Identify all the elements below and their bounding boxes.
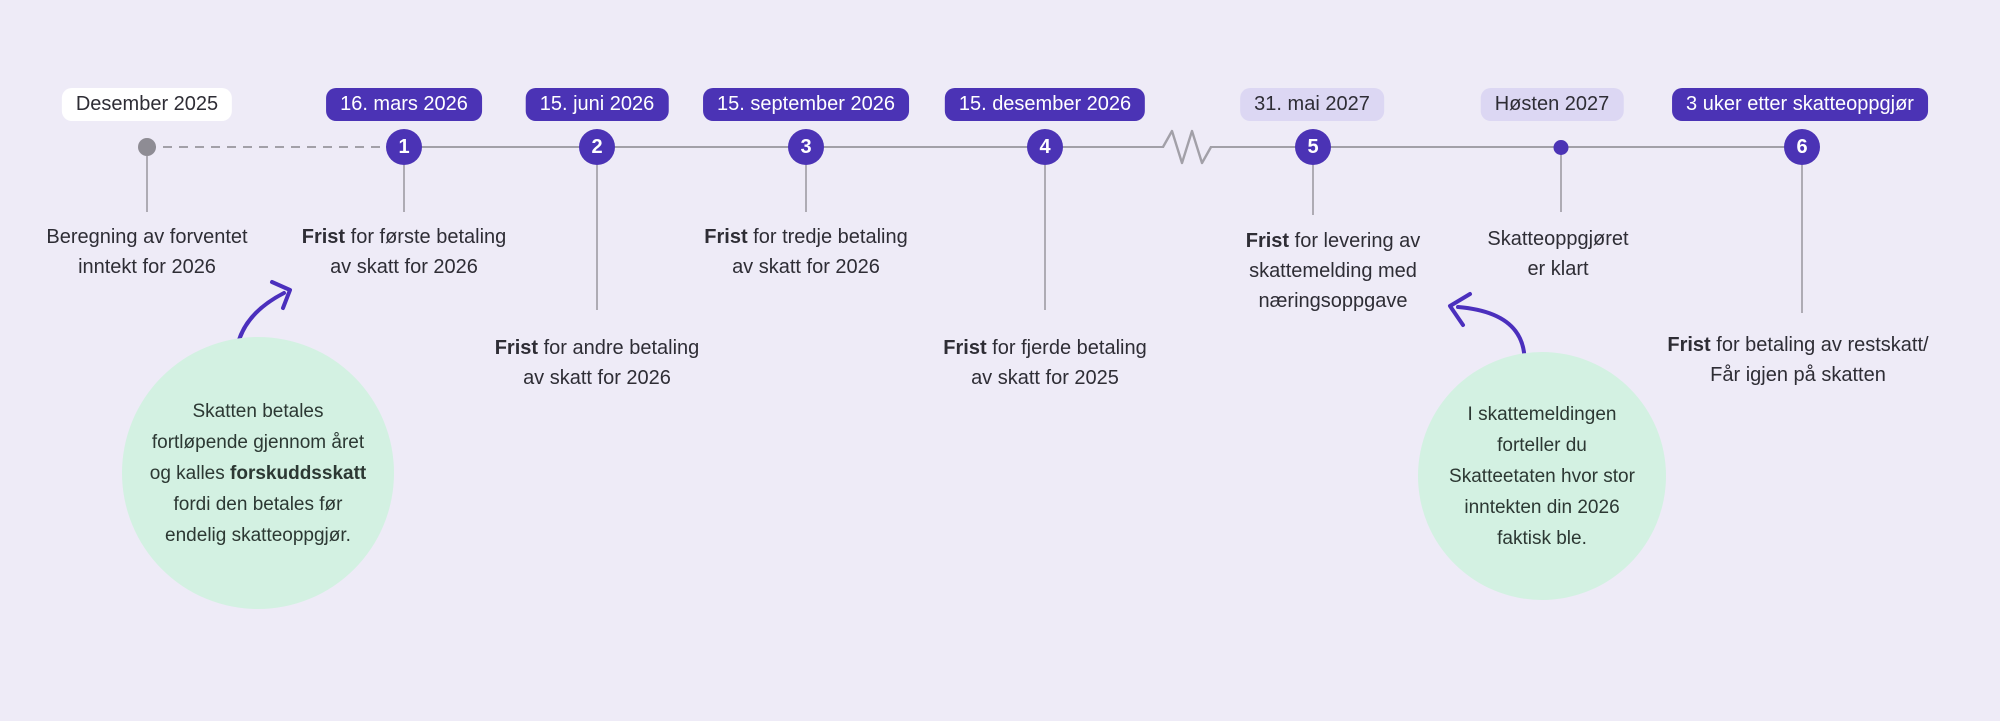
timeline-marker-6: 6 [1784,129,1820,165]
connector-line-5 [1312,165,1314,215]
date-badge-15-desember-2026: 15. desember 2026 [944,88,1146,121]
node-5-label: Frist for levering av skattemelding med … [1245,230,1421,312]
timeline-marker-2: 2 [579,129,615,165]
node-4-label: Frist for fjerde betaling av skatt for 2… [943,337,1147,389]
node-3-label: Frist for tredje betaling av skatt for 2… [704,226,908,278]
date-badge-16-mars-2026: 16. mars 2026 [326,88,482,121]
connector-line-1 [403,165,405,212]
node-settlement-label: Skatteoppgjøret er klart [1487,228,1629,280]
node-6-label: Frist for betaling av restskatt/ Får igj… [1667,334,1929,386]
timeline-marker-1: 1 [386,129,422,165]
connector-line-start [146,156,148,212]
node-2-label: Frist for andre betaling av skatt for 20… [494,337,700,389]
timeline-marker-3: 3 [788,129,824,165]
connector-line-4 [1044,165,1046,310]
timeline-marker-start-dot [138,138,156,156]
connector-line-6 [1801,165,1803,313]
timeline-marker-5: 5 [1295,129,1331,165]
timeline-solid-segment-2 [1210,146,1802,148]
callout-forskuddsskatt: Skatten betales fortløpende gjennom året… [122,337,394,609]
connector-line-2 [596,165,598,310]
date-badge-3-uker-etter-skatteoppgjor: 3 uker etter skatteoppgjør [1672,88,1928,121]
node-start-label: Beregning av forventet inntekt for 2026 [46,226,248,278]
date-badge-15-juni-2026: 15. juni 2026 [525,88,669,121]
timeline-break-icon [1161,129,1213,165]
timeline-marker-settlement-dot [1553,140,1569,155]
timeline-solid-segment-1 [404,146,1164,148]
callout-skattemelding: I skattemeldingen forteller du Skatteeta… [1418,352,1666,600]
date-badge-hosten-2027: Høsten 2027 [1480,88,1624,121]
date-badge-31-mai-2027: 31. mai 2027 [1240,88,1384,121]
date-badge-15-september-2026: 15. september 2026 [703,88,909,121]
timeline-marker-4: 4 [1027,129,1063,165]
timeline-dashed-segment [147,146,404,148]
node-1-label: Frist for første betaling av skatt for 2… [301,226,507,278]
connector-line-3 [805,165,807,212]
date-badge-desember-2025: Desember 2025 [61,88,233,121]
connector-line-settlement [1560,154,1562,212]
